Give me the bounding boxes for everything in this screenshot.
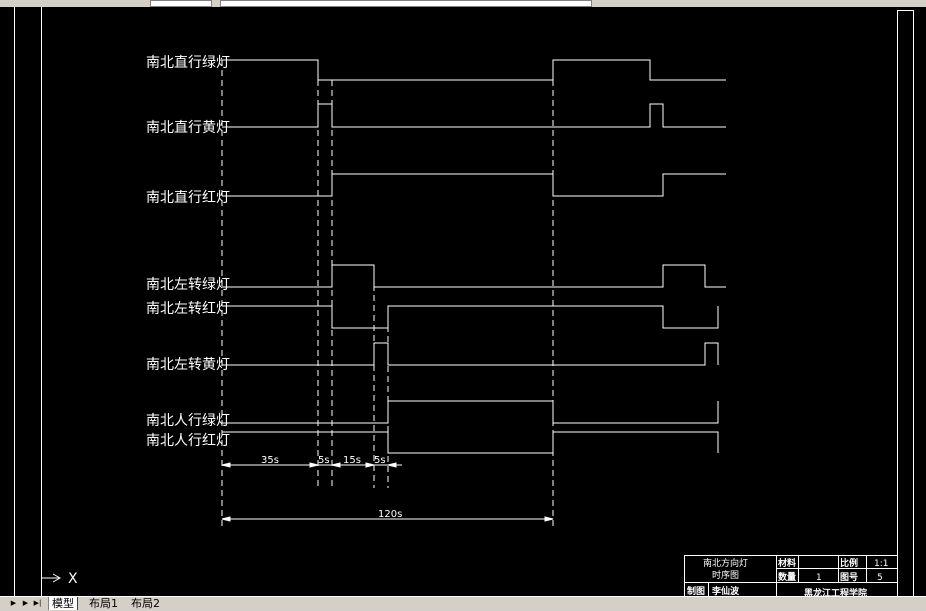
waveform-ns-left-red [222,305,719,329]
ucs-x-label: X [68,571,78,587]
arrow-head [544,516,554,522]
drawn-by-label: 制图 [687,585,705,596]
arrow-head [221,462,231,468]
tab-model[interactable]: 模型 [48,597,78,610]
waveform-ns-ped-red [222,431,719,454]
drawing-canvas[interactable]: 南北直行绿灯 南北直行黄灯 南北直行红灯 南北左转绿灯 南北左转红灯 南北左转黄… [0,7,926,596]
drawing-no-value: 5 [877,573,883,583]
signal-label-ns-ped-red: 南北人行红灯 [146,433,230,449]
signal-label-ns-straight-yellow: 南北直行黄灯 [146,119,230,136]
waveform-ns-left-green [222,264,726,288]
waveform-ns-left-yellow [222,342,719,366]
top-toolbar-strip [0,0,926,7]
quantity-label: 数量 [778,571,796,583]
signal-label-ns-left-green: 南北左转绿灯 [146,277,230,293]
toolbar-field[interactable] [150,0,212,7]
arrow-head [387,462,397,468]
drawing-frame [14,7,914,596]
waveform-ns-straight-green [222,59,726,81]
arrow-head [309,462,319,468]
signal-label-ns-left-yellow: 南北左转黄灯 [146,356,230,373]
waveform-ns-ped-green [222,400,719,424]
ucs-icon [41,573,62,583]
next-tab-icon[interactable]: ▶| [33,599,42,607]
school-name: 黑龙江工程学院 [804,587,867,596]
drawn-by-value: 李仙波 [711,585,740,596]
tab-layout1[interactable]: 布局1 [89,597,118,610]
scale-value: 1:1 [874,559,888,569]
arrow-head [221,516,231,522]
title-block-title-line1: 南北方向灯 [703,557,748,569]
arrow-head [365,462,375,468]
duration-35s: 35s [261,455,279,466]
title-block-border [684,555,898,596]
title-block [684,555,898,596]
quantity-value: 1 [816,573,822,583]
signal-label-ns-left-red: 南北左转红灯 [146,301,230,317]
scale-label: 比例 [840,557,858,569]
duration-5s: 5s [374,455,386,466]
prev-tab-icon[interactable]: ▶ [22,599,29,607]
toolbar-field[interactable] [220,0,592,7]
signal-label-ns-ped-green: 南北人行绿灯 [146,413,230,429]
title-block-title-line2: 时序图 [712,569,739,581]
waveform-ns-straight-red [222,173,726,197]
timing-diagram: 南北直行绿灯 南北直行黄灯 南北直行红灯 南北左转绿灯 南北左转红灯 南北左转黄… [14,7,914,596]
timing-guides [221,60,554,530]
duration-dimensions [221,462,554,522]
first-tab-icon[interactable]: ▶ [10,599,17,607]
tab-layout2[interactable]: 布局2 [131,597,160,610]
duration-15s: 15s [343,455,361,466]
waveform-ns-straight-yellow [222,103,726,128]
layout-tab-bar: ▶ ▶ ▶| 模型 布局1 布局2 [0,596,926,611]
material-label: 材料 [777,557,796,569]
duration-120s: 120s [378,509,402,520]
arrow-head [331,462,341,468]
signal-label-ns-straight-green: 南北直行绿灯 [146,54,230,71]
duration-5s: 5s [318,455,330,466]
drawing-no-label: 图号 [840,572,858,583]
signal-label-ns-straight-red: 南北直行红灯 [146,189,230,206]
